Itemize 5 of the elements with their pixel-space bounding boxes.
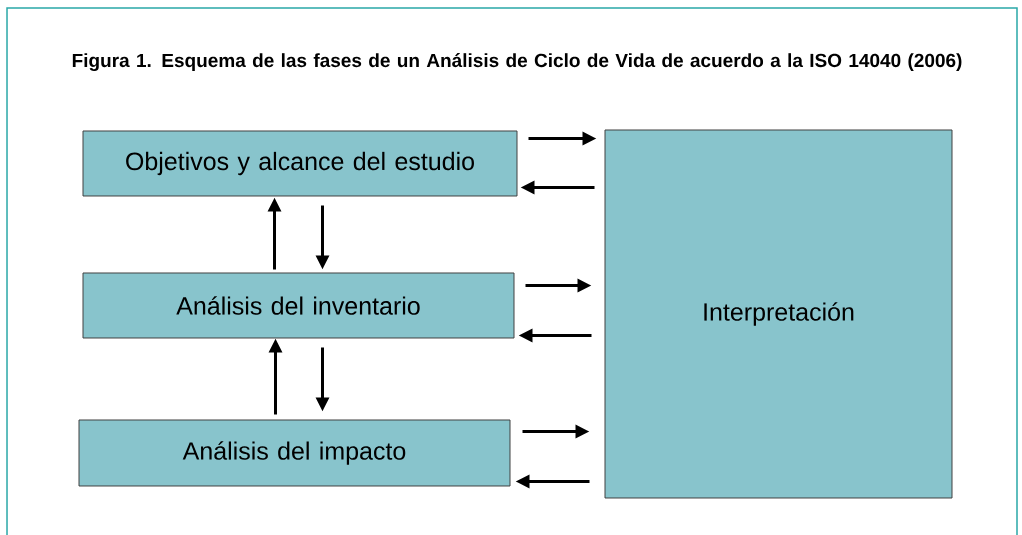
process-box: Interpretación xyxy=(604,129,953,499)
process-box: Objetivos y alcance del estudio xyxy=(82,130,518,197)
process-box: Análisis del inventario xyxy=(82,272,515,339)
figure-title: Figura 1. Esquema de las fases de un Análisis de Ciclo de Vida de acuerdo a la ISO 14040 (2006) xyxy=(72,53,962,71)
process-box: Análisis del impacto xyxy=(78,419,511,487)
